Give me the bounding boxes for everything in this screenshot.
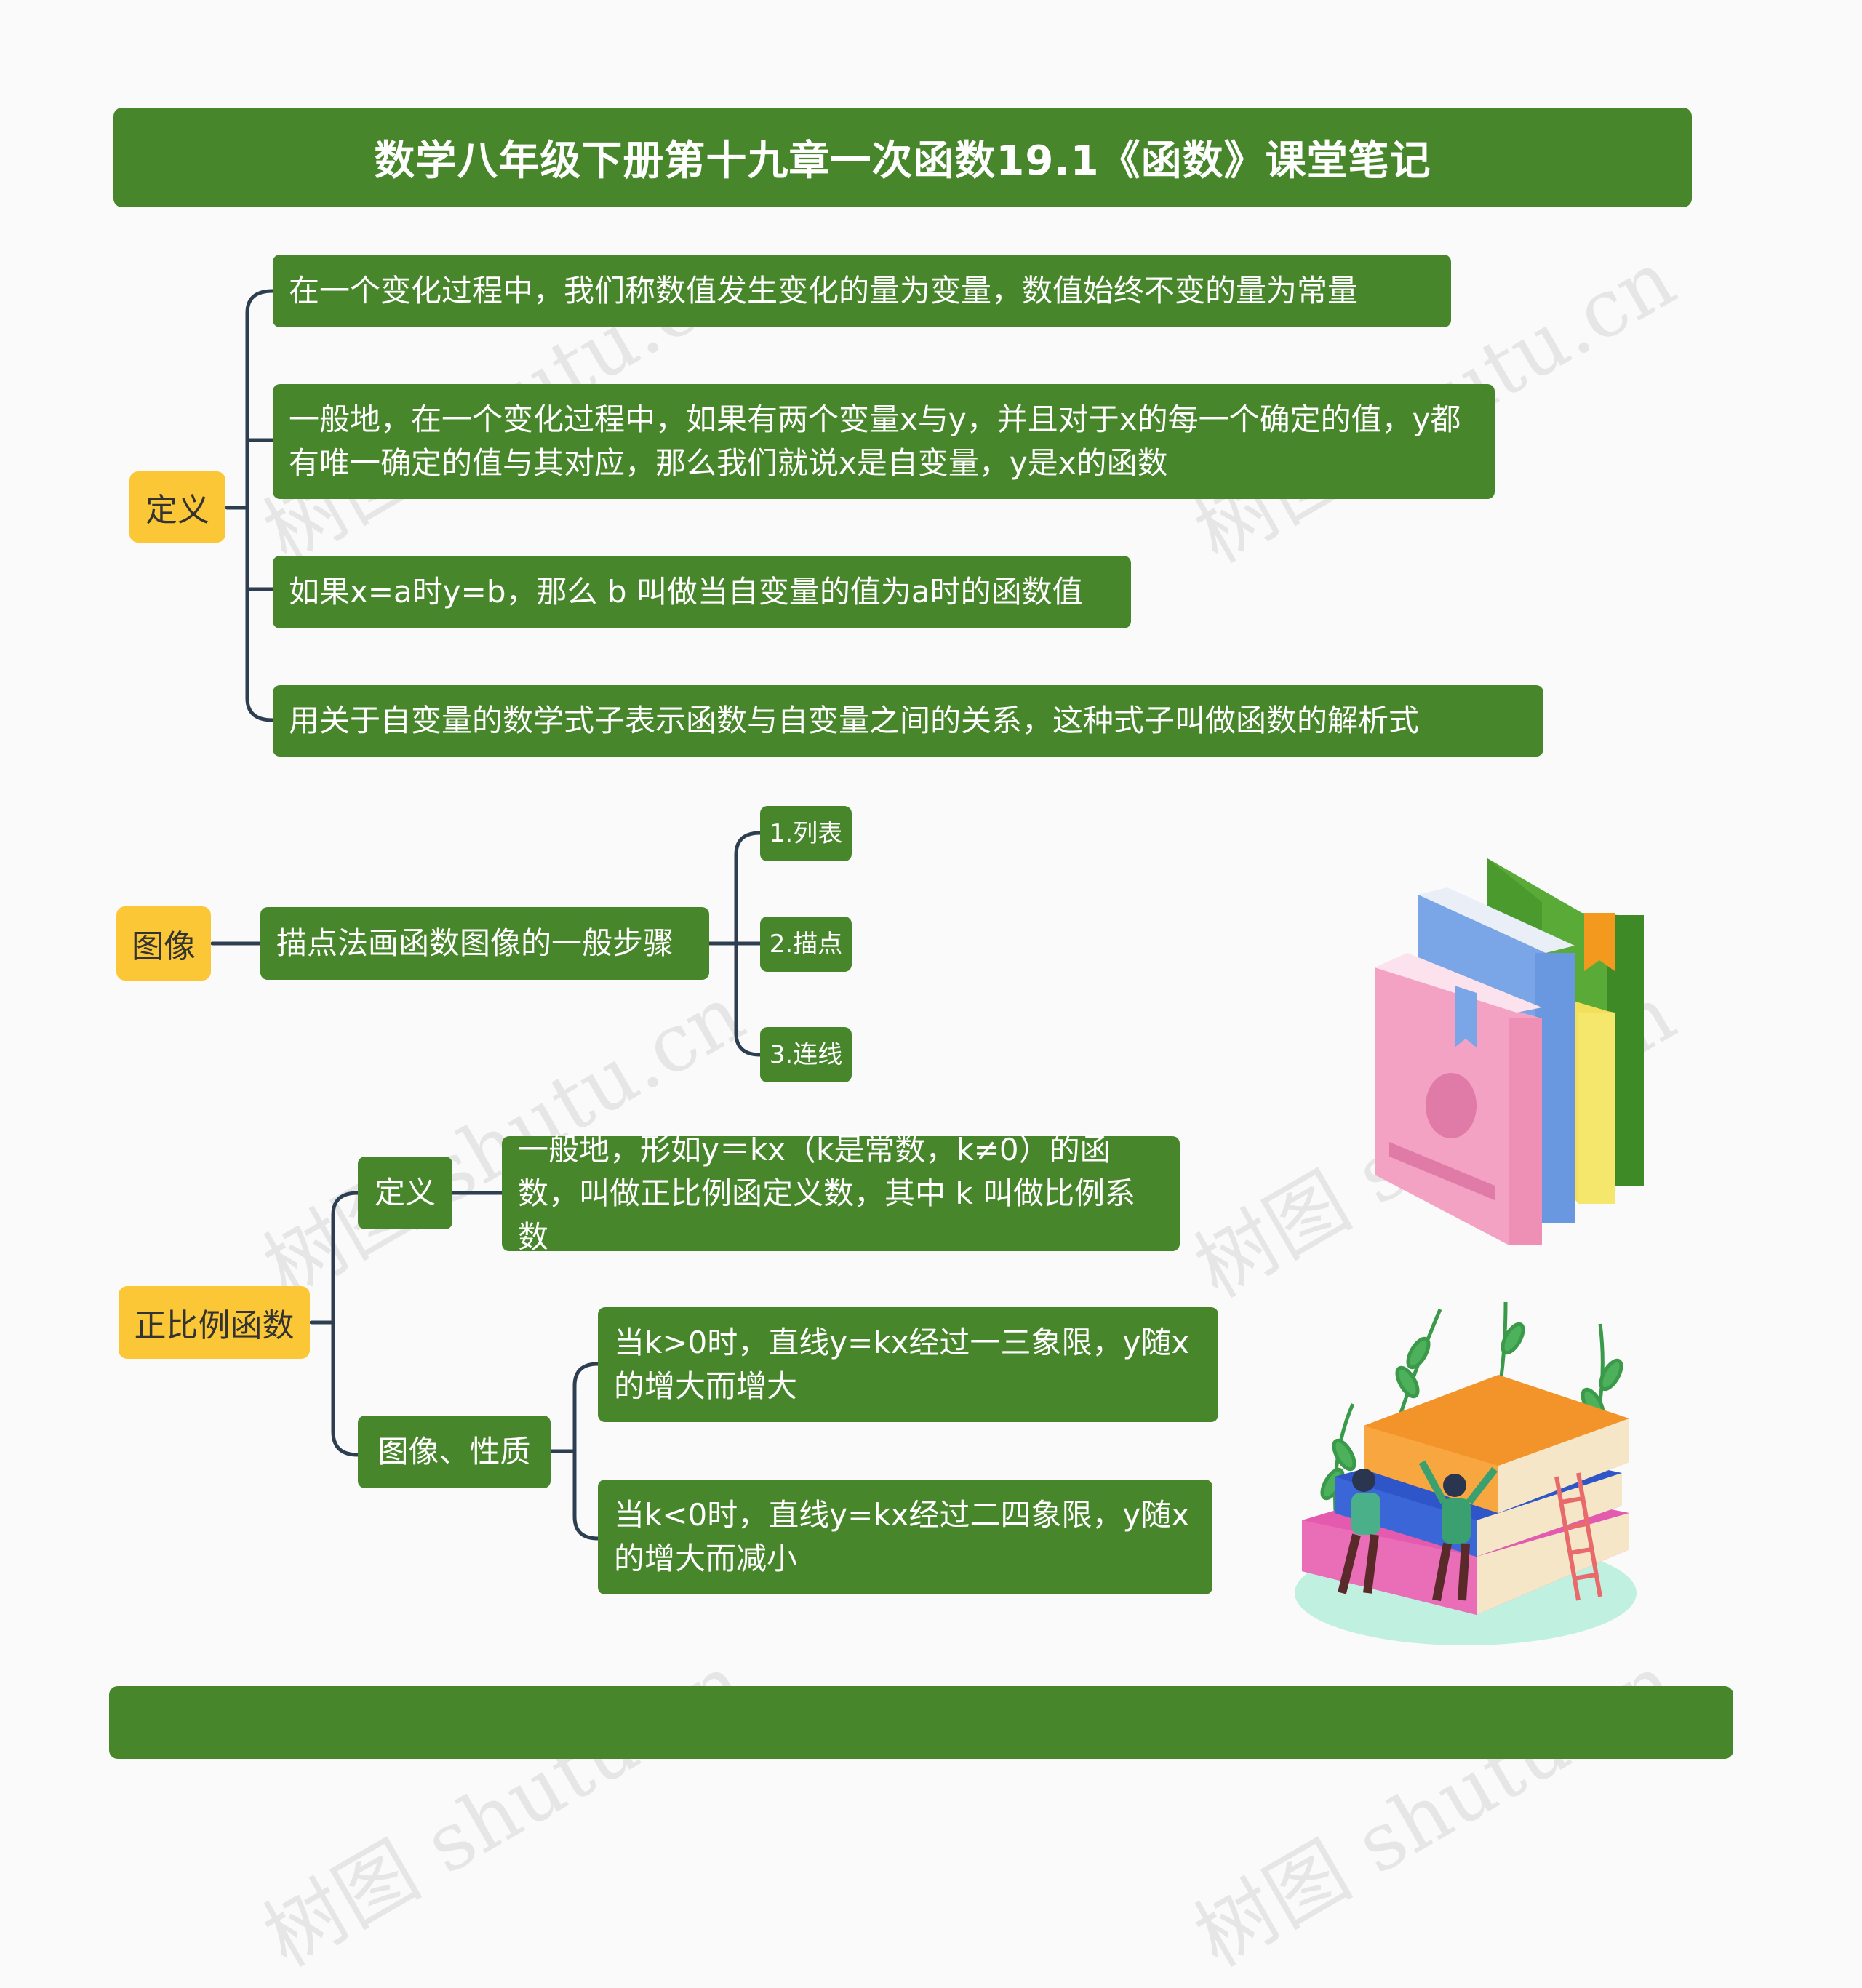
books-illustration — [1375, 858, 1644, 1245]
graph-step-2: 2.描点 — [760, 917, 852, 972]
graph-steps-title: 描点法画函数图像的一般步骤 — [260, 907, 709, 980]
definition-item-3: 如果x=a时y=b，那么 b 叫做当自变量的值为a时的函数值 — [273, 556, 1131, 628]
root-node-proportional: 正比例函数 — [119, 1286, 310, 1359]
root-node-definition: 定义 — [129, 471, 225, 543]
graph-step-1: 1.列表 — [760, 806, 852, 861]
connector-lines — [210, 289, 762, 1541]
proportional-definition-text: 一般地，形如y＝kx（k是常数，k≠0）的函数，叫做正比例函定义数，其中 k 叫… — [502, 1132, 1180, 1255]
definition-item-2: 一般地，在一个变化过程中，如果有两个变量x与y，并且对于x的每一个确定的值，y都… — [273, 384, 1495, 499]
connector — [331, 1191, 360, 1457]
footer-bar — [109, 1686, 1733, 1759]
students-books-illustration — [1295, 1301, 1637, 1645]
definition-item-4: 用关于自变量的数学式子表示函数与自变量之间的关系，这种式子叫做函数的解析式 — [273, 685, 1543, 757]
definition-item-1: 在一个变化过程中，我们称数值发生变化的量为变量，数值始终不变的量为常量 — [273, 255, 1451, 327]
root-node-graph: 图像 — [116, 906, 211, 981]
proportional-properties-label: 图像、性质 — [358, 1416, 551, 1488]
graph-step-3: 3.连线 — [760, 1027, 852, 1082]
proportional-definition-label: 定义 — [358, 1157, 452, 1229]
property-k-negative: 当k<0时，直线y=kx经过二四象限，y随x的增大而减小 — [598, 1480, 1212, 1594]
connector — [572, 1362, 600, 1541]
property-k-positive: 当k>0时，直线y=kx经过一三象限，y随x的增大而增大 — [598, 1307, 1218, 1422]
page-title: 数学八年级下册第十九章一次函数19.1《函数》课堂笔记 — [113, 108, 1692, 207]
connector — [245, 289, 275, 722]
